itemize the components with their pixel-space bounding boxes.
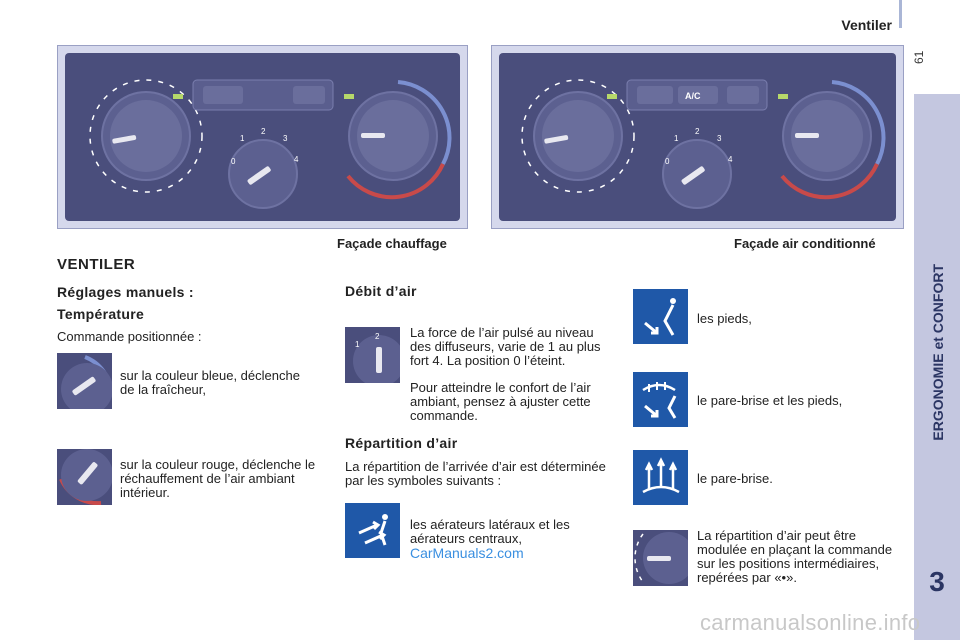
windscreen-text: le pare-brise. bbox=[697, 471, 773, 486]
carmanuals-watermark: CarManuals2.com bbox=[410, 545, 524, 561]
feet-text: les pieds, bbox=[697, 311, 752, 326]
temperature-heading: Température bbox=[57, 306, 145, 322]
intermediate-positions-text: La répartition d’air peut être modulée e… bbox=[697, 528, 893, 585]
distribution-heading: Répartition d’air bbox=[345, 435, 458, 451]
distribution-intro: La répartition de l’arrivée d’air est dé… bbox=[345, 459, 606, 488]
footer-watermark: carmanualsonline.info bbox=[700, 610, 921, 635]
airflow-text-2: Pour atteindre le confort de l’air ambia… bbox=[410, 380, 591, 423]
temperature-blue-text: sur la couleur bleue, déclenche de la fr… bbox=[120, 368, 300, 397]
page-number: 61 bbox=[912, 50, 926, 64]
face-vents-icon bbox=[345, 503, 400, 558]
svg-text:2: 2 bbox=[695, 127, 700, 136]
heating-panel-caption: Façade chauffage bbox=[337, 236, 447, 251]
chapter-sidebar: ERGONOMIE et CONFORT bbox=[914, 94, 960, 640]
vents-text: les aérateurs latéraux et les aérateurs … bbox=[410, 517, 570, 546]
chapter-number: 3 bbox=[929, 566, 945, 597]
svg-text:0: 0 bbox=[231, 157, 236, 166]
windscreen-icon bbox=[633, 450, 688, 505]
distribution-knob-thumbnail bbox=[633, 530, 688, 586]
svg-text:2: 2 bbox=[261, 127, 266, 136]
svg-text:3: 3 bbox=[283, 134, 288, 143]
svg-text:2: 2 bbox=[375, 332, 380, 341]
temperature-intro: Commande positionnée : bbox=[57, 329, 202, 344]
page-title: VENTILER bbox=[57, 256, 136, 273]
windscreen-feet-icon bbox=[633, 372, 688, 427]
airflow-heading: Débit d’air bbox=[345, 283, 417, 299]
header-divider bbox=[899, 0, 902, 28]
ac-panel-image: A/C 0 1 2 3 4 bbox=[491, 45, 904, 229]
windscreen-feet-text: le pare-brise et les pieds, bbox=[697, 393, 843, 408]
svg-text:1: 1 bbox=[674, 134, 679, 143]
heating-panel-image: 0 1 2 3 4 bbox=[57, 45, 468, 229]
svg-text:1: 1 bbox=[240, 134, 245, 143]
svg-text:0: 0 bbox=[665, 157, 670, 166]
airflow-text-1: La force de l’air pulsé au niveau des di… bbox=[410, 325, 601, 368]
svg-text:3: 3 bbox=[717, 134, 722, 143]
chapter-title: ERGONOMIE et CONFORT bbox=[930, 264, 946, 441]
section-title: Ventiler bbox=[841, 17, 892, 33]
svg-text:1: 1 bbox=[355, 340, 360, 349]
svg-text:4: 4 bbox=[728, 155, 733, 164]
feet-icon bbox=[633, 289, 688, 344]
svg-text:4: 4 bbox=[294, 155, 299, 164]
knob-blue-thumbnail bbox=[57, 353, 112, 409]
fan-knob-thumbnail: 1 2 bbox=[345, 327, 400, 383]
manual-settings-heading: Réglages manuels : bbox=[57, 284, 194, 300]
knob-red-thumbnail bbox=[57, 449, 112, 505]
svg-text:A/C: A/C bbox=[685, 91, 701, 101]
temperature-red-text: sur la couleur rouge, déclenche le récha… bbox=[120, 457, 316, 500]
ac-panel-caption: Façade air conditionné bbox=[734, 236, 876, 251]
